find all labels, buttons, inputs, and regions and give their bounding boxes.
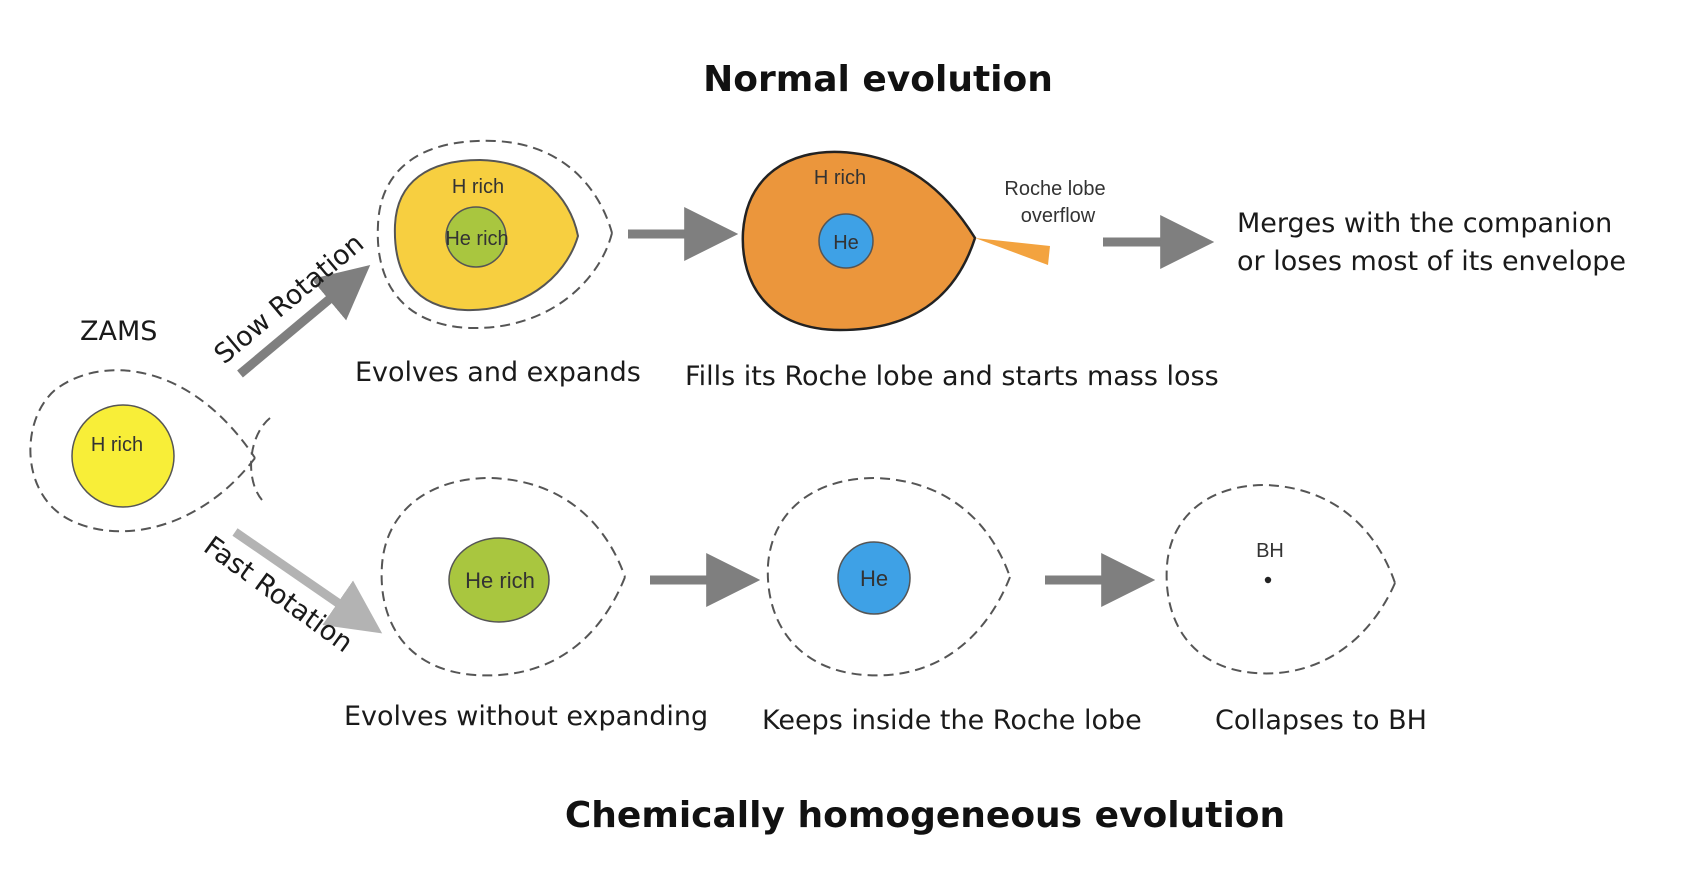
expand-caption: Evolves and expands bbox=[355, 357, 641, 388]
overflow-label-line2: overflow bbox=[1021, 205, 1096, 227]
che3-roche-lobe bbox=[1165, 483, 1396, 675]
expanded-star-envelope-label: H rich bbox=[452, 176, 504, 198]
outcome-line2: or loses most of its envelope bbox=[1237, 246, 1626, 277]
filling-star-envelope-label: H rich bbox=[814, 167, 866, 189]
che3-core-label: BH bbox=[1256, 540, 1284, 562]
title-normal-evolution: Normal evolution bbox=[703, 59, 1053, 100]
che2-star bbox=[837, 541, 911, 615]
che1-core-label: He rich bbox=[465, 568, 535, 593]
filling-star-core bbox=[818, 213, 874, 269]
title-che: Chemically homogeneous evolution bbox=[565, 795, 1285, 836]
companion-roche-lobe bbox=[250, 417, 271, 501]
filling-star-core-label: He bbox=[833, 232, 859, 254]
che1-caption: Evolves without expanding bbox=[344, 701, 708, 732]
expand-roche-lobe bbox=[376, 139, 613, 330]
mass-transfer-stream bbox=[975, 238, 1050, 265]
che3-caption: Collapses to BH bbox=[1215, 705, 1427, 736]
expanded-star-core-label: He rich bbox=[445, 228, 508, 250]
fill-caption: Fills its Roche lobe and starts mass los… bbox=[685, 361, 1219, 392]
che1-roche-lobe bbox=[380, 476, 626, 677]
zams-core-label: H rich bbox=[91, 434, 143, 456]
overflow-label-line1: Roche lobe bbox=[1004, 178, 1105, 200]
fast-rotation-arrow bbox=[232, 528, 383, 634]
che2-core-label: He bbox=[860, 566, 888, 591]
zams-label: ZAMS bbox=[80, 316, 157, 347]
outcome-line1: Merges with the companion bbox=[1237, 208, 1612, 239]
che1-star bbox=[448, 537, 550, 623]
fast-rotation-label: Fast Rotation bbox=[198, 531, 358, 659]
black-hole-dot bbox=[1264, 576, 1272, 584]
zams-roche-lobe bbox=[29, 369, 256, 533]
slow-rotation-arrow bbox=[237, 265, 371, 378]
che2-caption: Keeps inside the Roche lobe bbox=[762, 705, 1142, 736]
zams-star bbox=[71, 404, 175, 508]
che2-roche-lobe bbox=[766, 476, 1011, 677]
expanded-star-core bbox=[445, 206, 507, 268]
slow-rotation-label: Slow Rotation bbox=[209, 228, 370, 371]
